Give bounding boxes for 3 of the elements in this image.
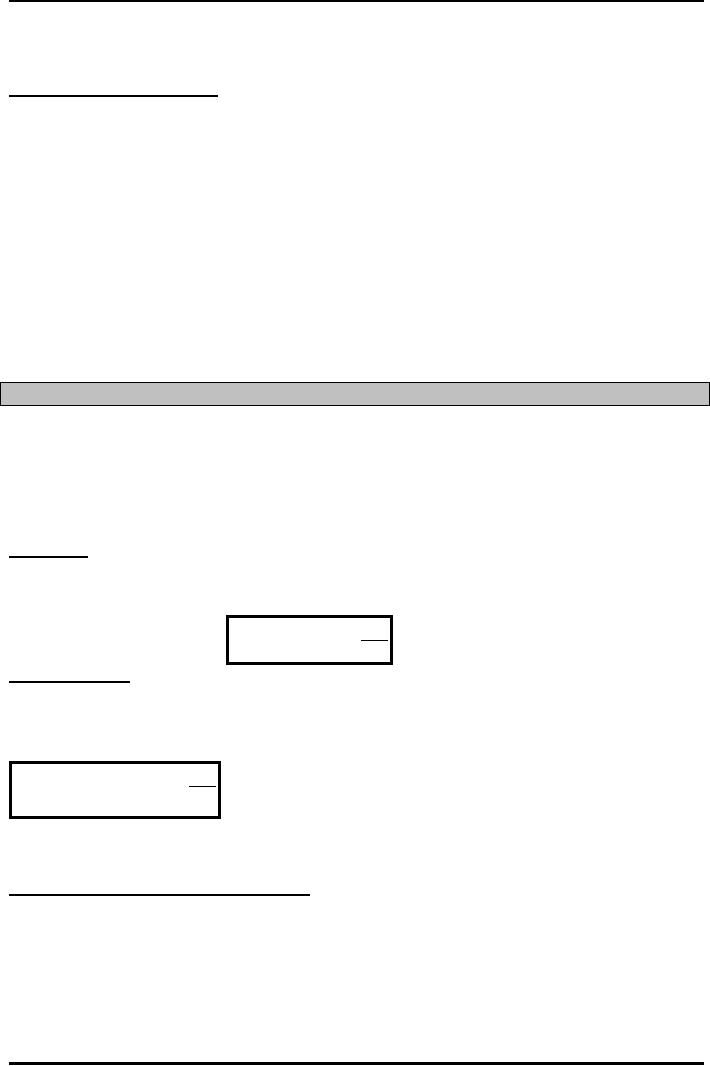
shaded-band	[0, 382, 710, 406]
outlined-box	[226, 615, 393, 665]
outlined-box	[9, 761, 221, 819]
